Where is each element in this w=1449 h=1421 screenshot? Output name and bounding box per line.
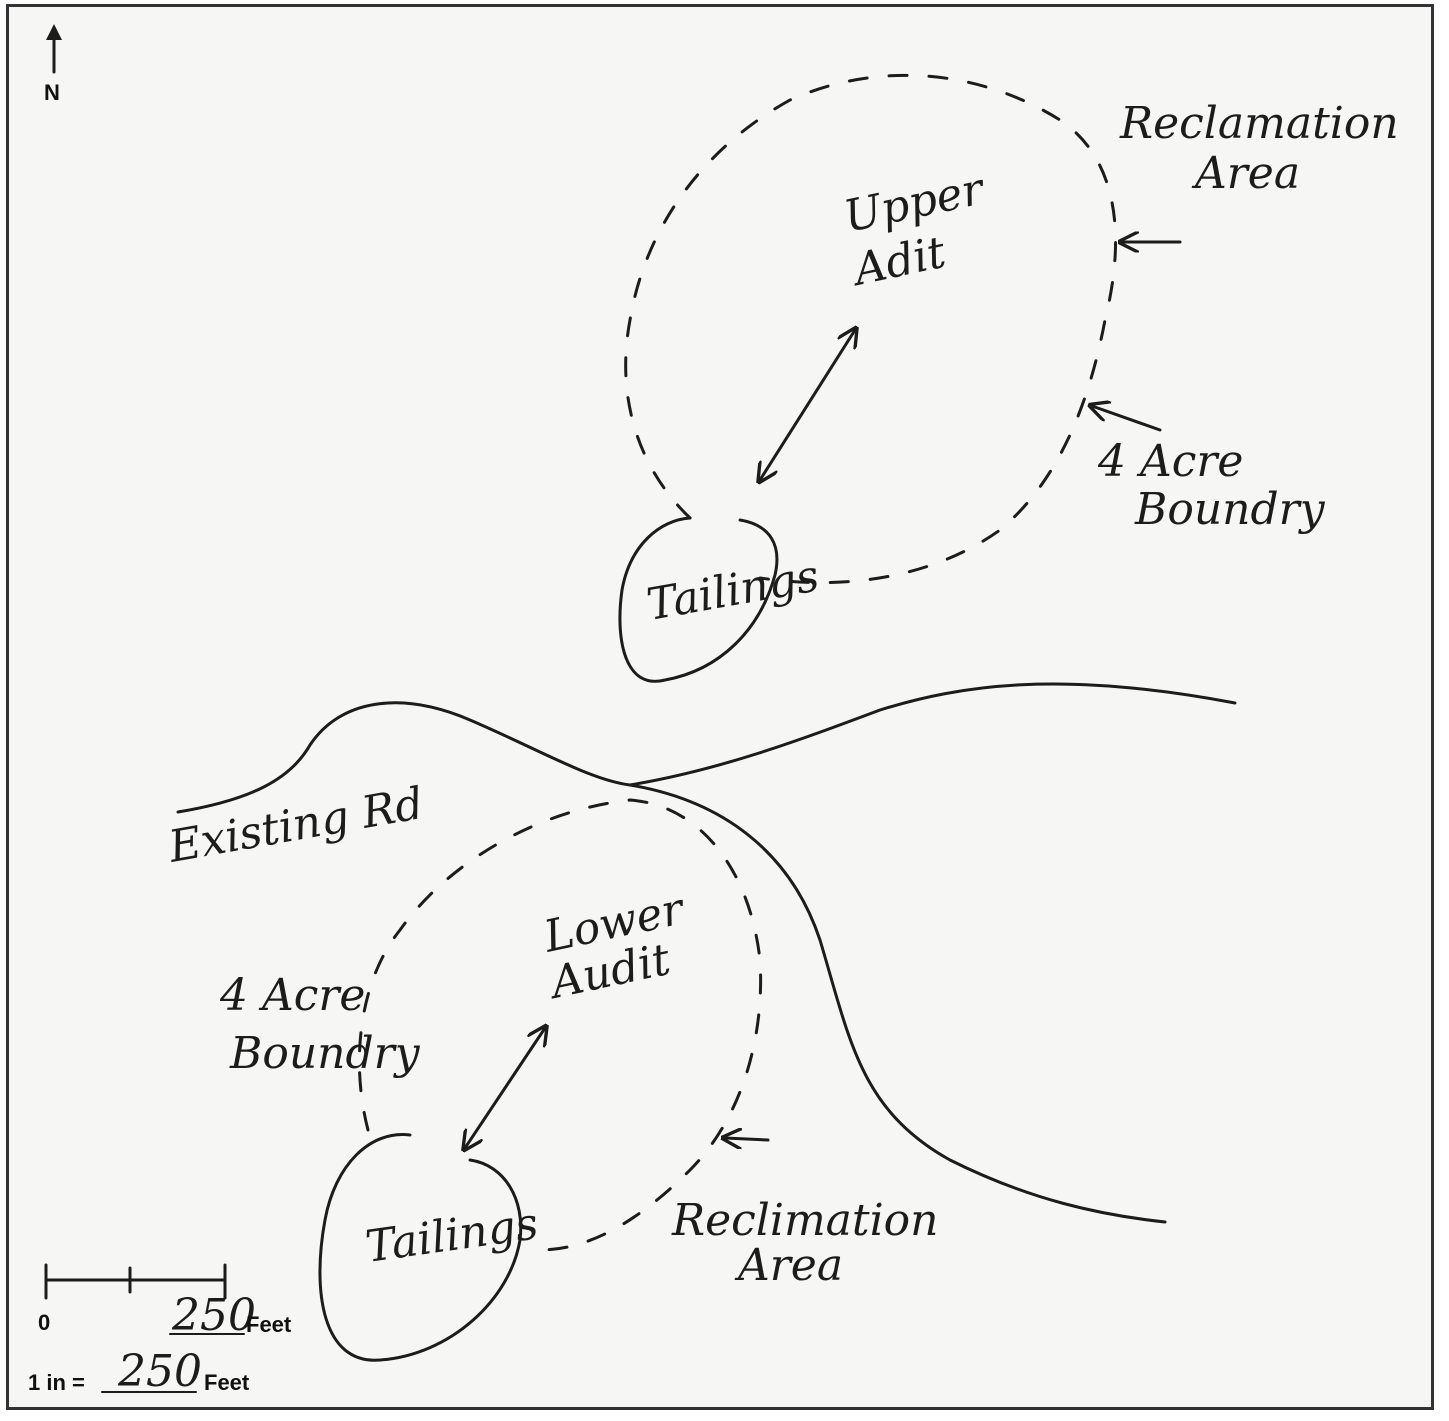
scale-ratio-unit: Feet [204, 1370, 250, 1395]
tailings-upper-label: Tailings [643, 550, 823, 630]
north-arrow: N [44, 24, 62, 105]
reclamation-area-upper-line1: Reclamation [1119, 98, 1399, 149]
four-acre-upper-line2: Boundry [1134, 484, 1326, 535]
reclamation-area-upper-line2: Area [1191, 148, 1300, 199]
four-acre-lower-line2: Boundry [229, 1028, 421, 1079]
upper-boundary-arrow [1092, 406, 1162, 432]
scale-zero: 0 [38, 1310, 50, 1335]
scale-ratio-prefix: 1 in = [28, 1370, 85, 1395]
lower-reclamation-arrow [725, 1138, 770, 1140]
four-acre-lower-line1: 4 Acre [219, 970, 365, 1021]
north-arrow-head-icon [46, 24, 62, 40]
existing-road-label: Existing Rd [164, 778, 427, 873]
upper-adit-arrow [760, 330, 855, 480]
reclamation-area-lower-line2: Area [734, 1240, 843, 1291]
four-acre-upper-line1: 4 Acre [1097, 436, 1243, 487]
scale-ratio-value: 250 [117, 1346, 202, 1397]
lower-adit-arrow [465, 1028, 545, 1148]
existing-road-west [176, 701, 632, 814]
scale-end-value: 250 [171, 1290, 256, 1341]
scale-bar: 0 250 Feet 1 in = 250 Feet [28, 1263, 292, 1397]
map-frame [6, 4, 1434, 1410]
scale-end-unit: Feet [246, 1312, 292, 1337]
upper-boundary [624, 73, 1118, 585]
north-label: N [44, 80, 60, 105]
lower-boundary [357, 798, 763, 1252]
existing-road-east [628, 682, 1237, 787]
lower-tailings-outline [318, 1133, 523, 1362]
upper-tailings-outline [618, 516, 779, 683]
reclamation-area-lower-line1: Reclimation [671, 1195, 939, 1246]
upper-adit-line1: Upper [840, 163, 991, 243]
existing-road-south [628, 783, 1167, 1224]
